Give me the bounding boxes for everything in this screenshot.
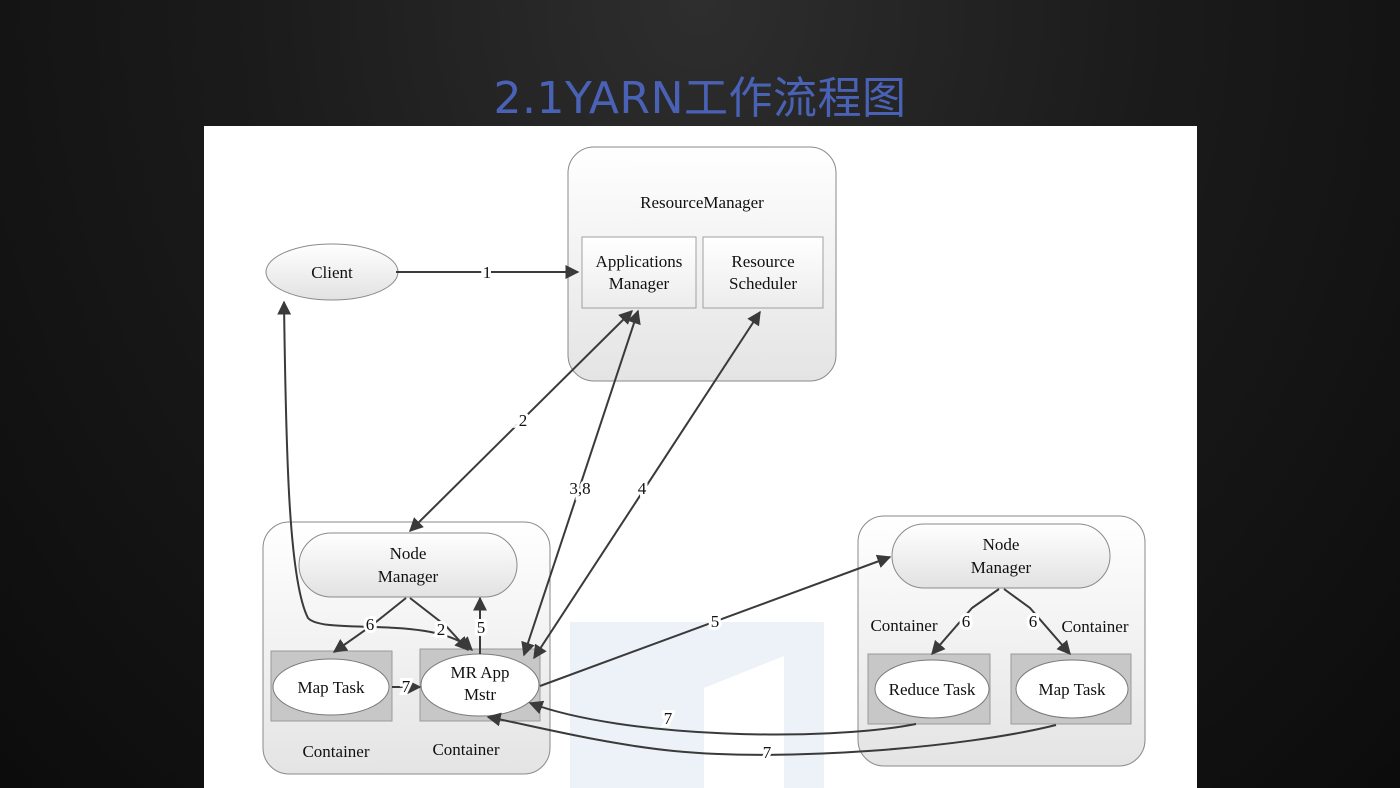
resource-manager-label: ResourceManager: [640, 193, 764, 212]
left-map-task-container: Map Task: [270, 650, 393, 722]
left-container-label-2: Container: [432, 740, 499, 759]
step-label-6-reduce: 6: [962, 612, 971, 631]
left-node-manager-label-line1: Node: [390, 544, 427, 563]
arrow-step-7-map: [486, 712, 1057, 756]
right-node-manager-label-line1: Node: [983, 535, 1020, 554]
step-label-4: 4: [638, 479, 647, 498]
reduce-task-container: Reduce Task: [867, 653, 991, 725]
resource-scheduler-label-line2: Scheduler: [729, 274, 797, 293]
step-label-7-map: 7: [763, 743, 772, 762]
resource-scheduler-box: Resource Scheduler: [702, 236, 824, 309]
step-label-6-map: 6: [1029, 612, 1038, 631]
mr-app-master-container: MR App Mstr: [419, 648, 541, 722]
slide-title: 2.1YARN工作流程图: [493, 73, 907, 124]
arrow-step-6-map: [1003, 588, 1071, 656]
applications-manager-box: Applications Manager: [581, 236, 697, 309]
left-node-manager: Node Manager: [298, 532, 518, 598]
left-map-task-label: Map Task: [298, 678, 365, 697]
client-label: Client: [311, 263, 353, 282]
left-node-manager-label-line2: Manager: [378, 567, 439, 586]
arrow-step-7-reduce: [528, 700, 917, 736]
step-label-7-left: 7: [402, 677, 411, 696]
arrow-client-am: [277, 300, 474, 651]
workflow-arrows: [277, 265, 1071, 756]
left-container-label-1: Container: [302, 742, 369, 761]
step-label-1: 1: [483, 263, 492, 282]
mr-app-master-label-line1: MR App: [450, 663, 509, 682]
resource-scheduler-label-line1: Resource: [731, 252, 794, 271]
step-labels: 1 2 3,8 4 6 2 5 7 5 6 6 7 7: [363, 260, 1041, 765]
right-node-manager: Node Manager: [891, 523, 1111, 589]
step-label-6-left: 6: [366, 615, 375, 634]
arrow-step-6-left: [332, 597, 407, 653]
background-watermark: [570, 622, 824, 788]
arrow-step-2-nm-am: [409, 597, 469, 652]
right-map-task-label: Map Task: [1039, 680, 1106, 699]
arrow-step-6-reduce: [931, 588, 1000, 656]
yarn-workflow-diagram: ResourceManager Applications Manager Res…: [204, 126, 1197, 788]
step-label-2-rm: 2: [519, 411, 528, 430]
right-node-manager-label-line2: Manager: [971, 558, 1032, 577]
step-label-7-reduce: 7: [664, 709, 673, 728]
step-label-5-right: 5: [711, 612, 720, 631]
client-node: Client: [265, 243, 399, 301]
reduce-task-label: Reduce Task: [889, 680, 976, 699]
arrow-step-4: [533, 310, 761, 660]
step-label-5-left: 5: [477, 618, 486, 637]
applications-manager-label-line2: Manager: [609, 274, 670, 293]
right-map-task-container: Map Task: [1010, 653, 1132, 725]
arrow-step-5-right: [539, 554, 892, 687]
right-container-label-1: Container: [870, 616, 937, 635]
mr-app-master-label-line2: Mstr: [464, 685, 496, 704]
right-container-label-2: Container: [1061, 617, 1128, 636]
applications-manager-label-line1: Applications: [596, 252, 683, 271]
step-label-2-nm: 2: [437, 620, 446, 639]
step-label-3-8: 3,8: [569, 479, 590, 498]
